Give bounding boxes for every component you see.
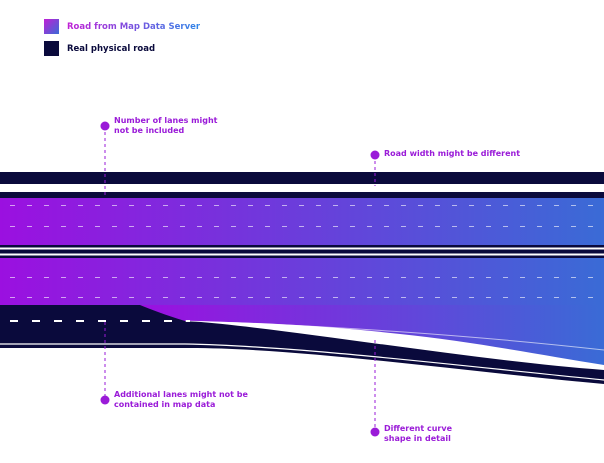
annotation-dot-curve xyxy=(370,427,380,437)
annotation-label-width: Road width might be different xyxy=(384,149,521,158)
legend-swatch-gradient xyxy=(44,19,59,34)
map-road-curve-centerline xyxy=(184,320,604,351)
legend-item-physical-road: Real physical road xyxy=(44,41,155,56)
annotation-label-additional: Additional lanes might not be contained … xyxy=(114,390,248,409)
physical-road-lower-edge xyxy=(0,343,604,381)
legend-swatch-dark xyxy=(44,41,59,56)
physical-road-curve xyxy=(0,321,604,384)
annotation-dot-width xyxy=(370,150,380,160)
physical-road-top-strip xyxy=(0,172,604,184)
legend-label-map-road: Road from Map Data Server xyxy=(67,21,201,32)
annotation-label-lanes: Number of lanes might not be included xyxy=(114,116,218,135)
legend-label-physical-road: Real physical road xyxy=(67,43,156,54)
map-road-curve xyxy=(140,305,604,365)
annotation-label-curve: Different curve shape in detail xyxy=(384,424,452,443)
legend-item-map-road: Road from Map Data Server xyxy=(44,19,200,34)
annotation-dot-additional xyxy=(100,395,110,405)
annotation-dot-lanes xyxy=(100,121,110,131)
